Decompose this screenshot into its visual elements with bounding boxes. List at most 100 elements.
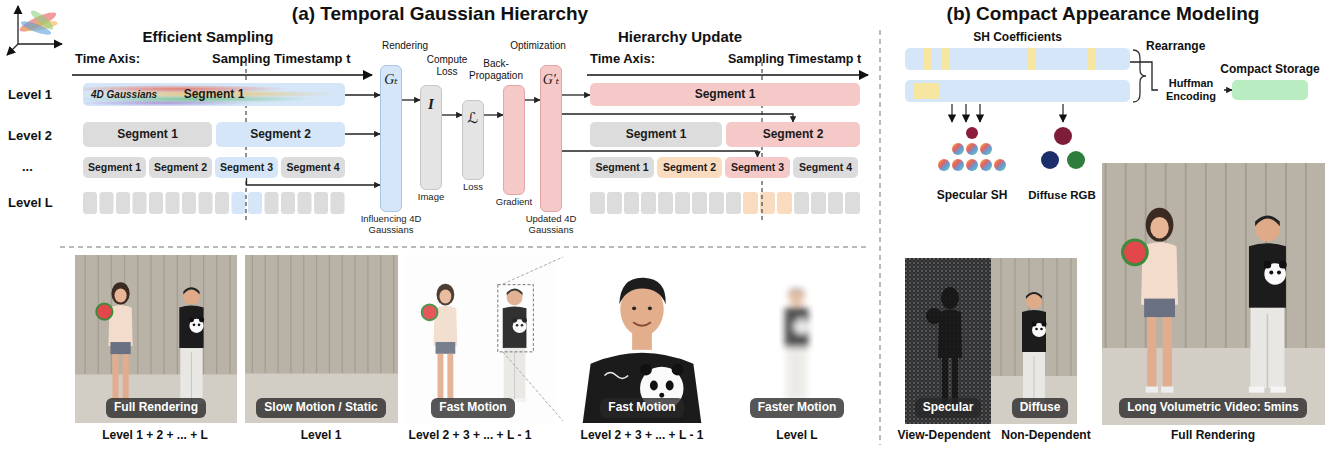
connector-arrow	[562, 114, 793, 122]
node-text: Segment 3	[220, 161, 273, 173]
overlay-tag: Slow Motion / Static	[256, 398, 385, 418]
node-caption: Updated 4D Gaussians	[511, 214, 591, 236]
level-label: Level L	[8, 196, 53, 211]
overlay-tag: Fast Motion	[431, 398, 514, 418]
edge-label: Huffman Encoding	[1158, 77, 1224, 102]
node-text: Segment 1	[595, 161, 648, 173]
segment-bar: Segment 2	[216, 122, 345, 147]
caption: Level 1	[301, 429, 342, 443]
annotation: Specular SH	[937, 189, 1008, 203]
node-text: Long Volumetric Video: 5mins	[1127, 401, 1299, 415]
caption: Non-Dependent	[1001, 429, 1090, 443]
axis-label: Sampling Timestamp t	[728, 52, 861, 66]
node-text: Segment 2	[250, 128, 311, 142]
subsection-title: Hierarchy Update	[618, 28, 742, 45]
gaussian-stack: GₜInfluencing 4D Gaussians	[380, 65, 402, 212]
level-label: Level 1	[8, 88, 52, 103]
segment-bar: Segment 1	[590, 157, 654, 178]
segment-bar: Segment 4	[281, 157, 345, 178]
node-text: Segment 1	[626, 128, 687, 142]
caption: Level 2 + 3 + ... + L - 1	[581, 429, 704, 443]
segment-bar: Segment 4	[793, 157, 858, 178]
node-text: Segment 4	[286, 161, 339, 173]
edge-label: Rendering	[382, 40, 428, 52]
node-caption: Gₜ	[381, 72, 401, 88]
segment-bar: Segment 2	[149, 157, 212, 178]
overlay-tag: Full Rendering	[106, 398, 206, 418]
caption: View-Dependent	[897, 429, 990, 443]
node-caption: 4D Gaussians	[91, 89, 157, 101]
caption: Full Rendering	[1171, 429, 1255, 443]
axes-icon	[7, 6, 62, 55]
overlay-tag: Faster Motion	[750, 398, 845, 418]
node-caption: SH Coefficients	[973, 31, 1062, 45]
connector-arrow	[484, 114, 503, 115]
overlay-tag: Diffuse	[1012, 398, 1069, 418]
segment-bar: Segment 2	[657, 157, 722, 178]
edge-label: Compute Loss	[424, 54, 470, 77]
node-caption: Image	[411, 192, 451, 203]
axis-label: Time Axis:	[590, 52, 655, 67]
node-text: Segment 1	[184, 88, 245, 102]
node-text: Segment 2	[663, 161, 716, 173]
level-label: Level 2	[8, 129, 52, 144]
node-caption: Compact Storage	[1220, 63, 1319, 77]
connector-arrow	[442, 114, 462, 115]
edge-label: Optimization	[510, 40, 566, 52]
segment-bar: Segment 3	[725, 157, 790, 178]
connector-arrow	[562, 94, 590, 95]
section-title: (a) Temporal Gaussian Hierarchy	[292, 3, 588, 25]
storage-box: Compact Storage	[1232, 80, 1308, 100]
connector-arrow	[402, 99, 420, 100]
connector-arrow	[525, 99, 540, 100]
connector-arrow	[345, 94, 380, 95]
node-text: Faster Motion	[758, 401, 837, 415]
level-label: ...	[22, 160, 33, 175]
overlay-tag: Specular	[915, 398, 982, 418]
segment-bar: Segment 1	[590, 83, 860, 106]
node-text: Diffuse	[1020, 401, 1061, 415]
caption: Level 1 + 2 + ... + L	[102, 429, 208, 443]
edge-label: Back-Propagation	[467, 58, 525, 81]
overlay-tag: Fast Motion	[600, 398, 683, 418]
render-photos	[75, 163, 1330, 425]
node-text: Segment 2	[154, 161, 207, 173]
level-l-cells	[83, 192, 860, 214]
node-text: Fast Motion	[608, 401, 675, 415]
overlay-tag: Long Volumetric Video: 5mins	[1119, 398, 1307, 418]
axis-label: Sampling Timestamp t	[212, 52, 350, 67]
image-stack: IImage	[420, 85, 442, 190]
segment-bar: Segment 2	[726, 122, 860, 147]
dashed-lines	[60, 30, 880, 445]
segment-bar: Segment 1	[83, 157, 146, 178]
node-caption: Loss	[453, 182, 493, 193]
caption: Level 2 + 3 + ... + L - 1	[409, 429, 532, 443]
node-text: Specular	[923, 401, 974, 415]
loss-stack: ℒLoss	[462, 100, 484, 180]
node-caption: Gradient	[489, 197, 539, 208]
coefficient-bar: SH Coefficients	[905, 48, 1130, 70]
node-text: Fast Motion	[439, 401, 506, 415]
node-caption: I	[421, 96, 441, 113]
node-text: Segment 1	[117, 128, 178, 142]
segment-bar: Segment 3	[215, 157, 278, 178]
gaussian-stack: G′ₜUpdated 4D Gaussians	[540, 65, 562, 212]
segment-bar: 4D Gaussians Segment 1	[83, 83, 345, 106]
node-text: Slow Motion / Static	[264, 401, 377, 415]
annotation: Diffuse RGB	[1028, 189, 1096, 202]
segment-bar: Segment 1	[83, 122, 212, 147]
node-text: Segment 1	[695, 88, 756, 102]
node-caption: G′ₜ	[541, 72, 561, 88]
node-text: Segment 1	[88, 161, 141, 173]
section-title: (b) Compact Appearance Modeling	[947, 3, 1260, 25]
axis-label: Time Axis:	[75, 52, 140, 67]
node-text: Full Rendering	[114, 401, 198, 415]
connector-arrow	[345, 133, 380, 134]
segment-bar: Segment 1	[590, 122, 722, 147]
node-caption: ℒ	[463, 109, 483, 126]
connector-arrow	[247, 178, 381, 185]
node-text: Segment 4	[799, 161, 852, 173]
